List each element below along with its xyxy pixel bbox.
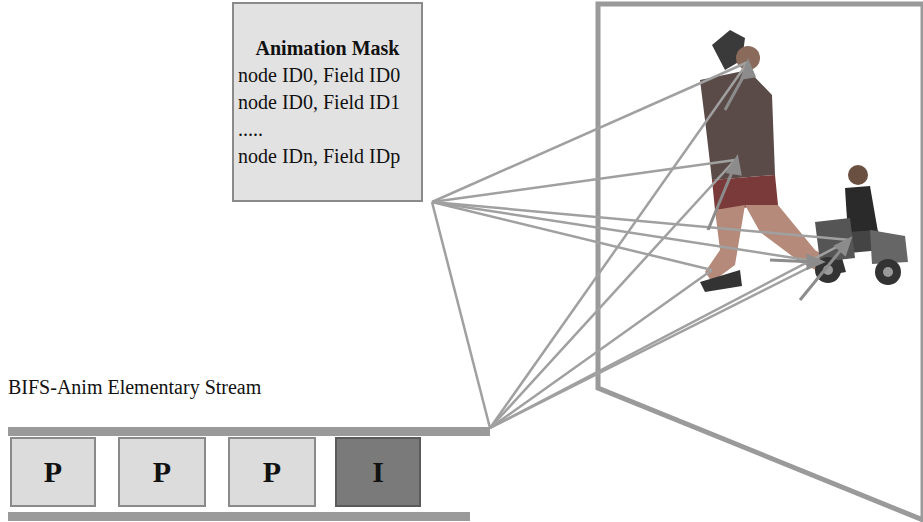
mask-entry: ..... [234,116,263,143]
mask-entry: node ID0, Field ID0 [234,62,400,89]
stream-label: BIFS-Anim Elementary Stream [8,376,261,399]
animation-arrows [708,62,850,300]
mask-entry: node ID0, Field ID1 [234,89,400,116]
access-unit-box: P [118,437,206,507]
mask-entry: node IDn, Field IDp [234,143,400,170]
mask-leader-lines [432,62,850,428]
access-unit-box: P [10,437,96,507]
frame-type: I [372,455,384,489]
stream-band-bottom [8,512,470,521]
stream-band-top [8,427,490,436]
scooter-rider [815,165,908,285]
mask-heading: Animation Mask [256,35,400,62]
animation-mask-box: Animation Masknode ID0, Field ID0node ID… [232,2,423,202]
access-unit-box: P [228,437,316,507]
frame-type: P [263,455,281,489]
frame-type: P [153,455,171,489]
frame-type: P [44,455,62,489]
access-unit-box: I [335,437,421,507]
picture-frame [598,4,923,520]
